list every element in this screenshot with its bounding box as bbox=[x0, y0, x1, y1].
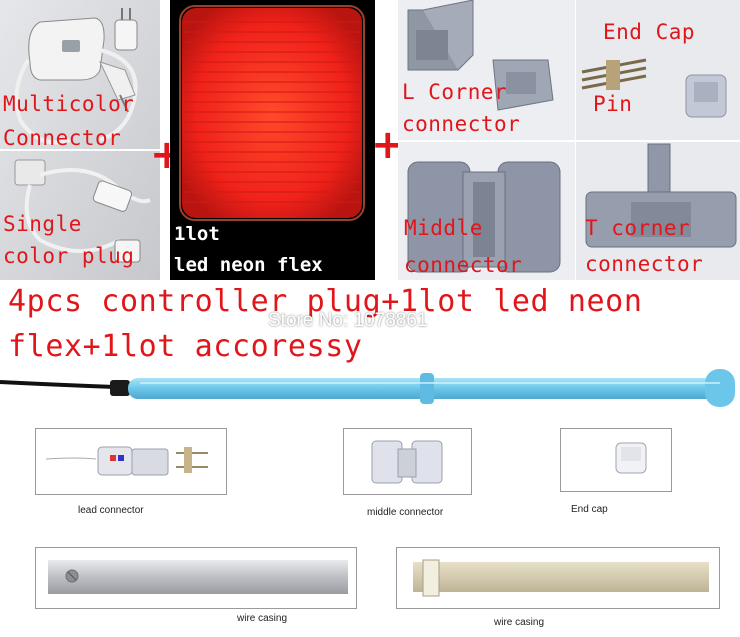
store-watermark: Store No: 1078861 bbox=[268, 310, 428, 331]
multicolor-label-line2: Connector bbox=[3, 126, 122, 150]
wire-casing-right-illustration bbox=[413, 559, 709, 597]
l-corner-panel bbox=[398, 0, 575, 140]
t-corner-label-line1: T corner bbox=[585, 216, 691, 240]
middle-connector-small-illustration bbox=[371, 440, 443, 484]
end-cap-caption: End cap bbox=[571, 504, 608, 515]
headline-line1: 4pcs controller plug+1lot led neon bbox=[8, 284, 643, 319]
lead-connector-illustration bbox=[45, 446, 208, 476]
connector-illustration bbox=[0, 0, 160, 280]
lead-connector-box bbox=[35, 428, 227, 495]
end-cap-label: End Cap bbox=[603, 20, 696, 44]
wire-casing-box-right bbox=[396, 547, 720, 609]
wire-casing-left-illustration bbox=[48, 560, 348, 594]
middle-connector-caption: middle connector bbox=[367, 507, 444, 518]
end-cap-pin-illustration bbox=[581, 58, 727, 118]
t-corner-connector-illustration bbox=[585, 143, 737, 248]
single-label-line1: Single bbox=[3, 212, 82, 236]
wire-casing-right-caption: wire casing bbox=[494, 617, 545, 628]
middle-connector-box bbox=[343, 428, 472, 495]
neon-coil-panel bbox=[170, 0, 375, 280]
headline-line2: flex+1lot accoressy bbox=[8, 329, 363, 364]
blue-neon-strip bbox=[0, 369, 735, 407]
neon-label-line1: 1lot bbox=[174, 223, 220, 245]
wire-casing-box-left bbox=[35, 547, 357, 609]
lead-connector-caption: lead connector bbox=[78, 505, 144, 516]
end-cap-panel bbox=[576, 0, 740, 140]
middle-label-line1: Middle bbox=[404, 216, 483, 240]
middle-connector-panel bbox=[398, 142, 575, 280]
pin-label: Pin bbox=[593, 92, 633, 116]
multicolor-label-line1: Multicolor bbox=[3, 92, 135, 116]
wire-casing-left-caption: wire casing bbox=[237, 613, 288, 624]
l-corner-connector-illustration bbox=[407, 0, 554, 111]
single-label-line2: color plug bbox=[3, 244, 135, 268]
l-corner-label-line2: connector bbox=[402, 112, 521, 136]
l-corner-label-line1: L Corner bbox=[402, 80, 508, 104]
t-corner-label-line2: connector bbox=[585, 252, 704, 276]
end-cap-small-illustration bbox=[615, 442, 647, 474]
t-corner-panel bbox=[576, 142, 740, 280]
connector-photo-panel bbox=[0, 0, 160, 280]
neon-coil-illustration bbox=[170, 0, 375, 280]
neon-label-line2: led neon flex bbox=[174, 254, 323, 276]
middle-connector-illustration bbox=[407, 161, 561, 273]
middle-label-line2: connector bbox=[404, 253, 523, 277]
end-cap-box bbox=[560, 428, 672, 492]
